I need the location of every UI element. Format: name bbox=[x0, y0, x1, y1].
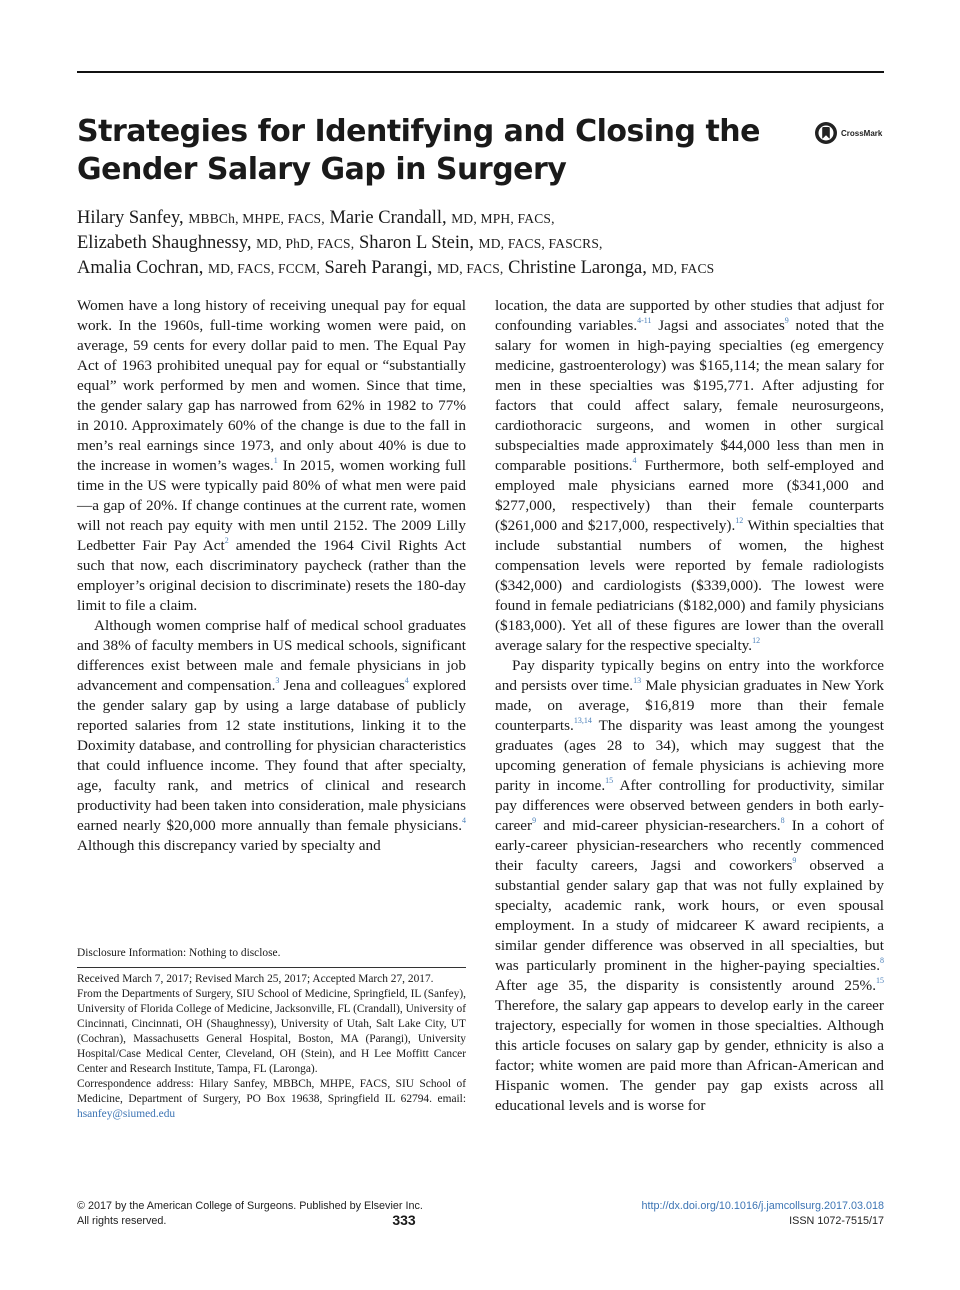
reference-citation[interactable]: 15 bbox=[605, 775, 614, 785]
reference-citation[interactable]: 9 bbox=[792, 855, 797, 865]
author-degrees: MD, MPH, FACS, bbox=[451, 211, 555, 226]
author-degrees: MD, FACS bbox=[651, 261, 715, 276]
author-name: Sareh Parangi, bbox=[324, 258, 433, 278]
author-list: Hilary Sanfey, MBBCh, MHPE, FACS, Marie … bbox=[77, 206, 877, 281]
body-paragraph: Women have a long history of receiving u… bbox=[77, 297, 467, 614]
author-degrees: MD, PhD, FACS, bbox=[256, 236, 355, 251]
article-title: Strategies for Identifying and Closing t… bbox=[77, 114, 761, 187]
reference-citation[interactable]: 2 bbox=[224, 535, 229, 545]
author-degrees: MD, FACS, bbox=[437, 261, 504, 276]
reference-citation[interactable]: 4-11 bbox=[637, 315, 652, 325]
body-column-left: Women have a long history of receiving u… bbox=[77, 296, 466, 856]
body-paragraph: location, the data are supported by othe… bbox=[495, 297, 885, 654]
author-affiliations: From the Departments of Surgery, SIU Sch… bbox=[77, 988, 466, 1075]
correspondence-text: Correspondence address: Hilary Sanfey, M… bbox=[77, 1078, 466, 1105]
footer-identifiers: http://dx.doi.org/10.1016/j.jamcollsurg.… bbox=[554, 1199, 885, 1229]
article-notes: Disclosure Information: Nothing to discl… bbox=[77, 946, 466, 1122]
crossmark-icon bbox=[815, 122, 837, 144]
reference-citation[interactable]: 1 bbox=[273, 455, 278, 465]
crossmark-label: CrossMark bbox=[841, 128, 883, 138]
author-name: Hilary Sanfey, bbox=[77, 208, 184, 228]
header-rule bbox=[77, 71, 884, 73]
body-column-right: location, the data are supported by othe… bbox=[495, 296, 884, 1116]
author-line: Hilary Sanfey, MBBCh, MHPE, FACS, Marie … bbox=[77, 206, 877, 231]
reference-citation[interactable]: 13 bbox=[633, 675, 642, 685]
doi-link[interactable]: http://dx.doi.org/10.1016/j.jamcollsurg.… bbox=[641, 1200, 885, 1212]
disclosure-statement: Disclosure Information: Nothing to discl… bbox=[77, 947, 281, 959]
author-name: Marie Crandall, bbox=[329, 208, 447, 228]
notes-divider bbox=[77, 967, 466, 968]
received-dates: Received March 7, 2017; Revised March 25… bbox=[77, 973, 434, 985]
reference-citation[interactable]: 9 bbox=[784, 315, 789, 325]
author-name: Sharon L Stein, bbox=[358, 233, 474, 253]
reference-citation[interactable]: 4 bbox=[632, 455, 637, 465]
email-link[interactable]: hsanfey@siumed.edu bbox=[77, 1108, 176, 1120]
reference-citation[interactable]: 12 bbox=[735, 515, 744, 525]
body-paragraph: Although women comprise half of medical … bbox=[77, 617, 466, 854]
reference-citation[interactable]: 4 bbox=[404, 675, 409, 685]
reference-citation[interactable]: 9 bbox=[532, 815, 537, 825]
author-degrees: MD, FACS, FCCM, bbox=[208, 261, 320, 276]
reference-citation[interactable]: 8 bbox=[880, 955, 884, 965]
issn-line: ISSN 1072-7515/17 bbox=[789, 1215, 884, 1227]
copyright-line: © 2017 by the American College of Surgeo… bbox=[77, 1200, 423, 1212]
author-name: Christine Laronga, bbox=[508, 258, 647, 278]
page-number: 333 bbox=[392, 1212, 416, 1228]
footer-copyright: © 2017 by the American College of Surgeo… bbox=[77, 1199, 497, 1229]
reference-citation[interactable]: 8 bbox=[780, 815, 785, 825]
reference-citation[interactable]: 13,14 bbox=[573, 715, 592, 725]
author-degrees: MD, FACS, FASCRS, bbox=[478, 236, 603, 251]
reference-citation[interactable]: 12 bbox=[752, 635, 761, 645]
author-line: Amalia Cochran, MD, FACS, FCCM, Sareh Pa… bbox=[77, 256, 877, 281]
author-line: Elizabeth Shaughnessy, MD, PhD, FACS, Sh… bbox=[77, 231, 877, 256]
crossmark-badge[interactable]: CrossMark bbox=[814, 121, 882, 145]
reference-citation[interactable]: 3 bbox=[275, 675, 280, 685]
author-name: Elizabeth Shaughnessy, bbox=[77, 233, 252, 253]
reference-citation[interactable]: 15 bbox=[876, 975, 884, 985]
author-name: Amalia Cochran, bbox=[77, 258, 204, 278]
rights-line: All rights reserved. bbox=[77, 1215, 167, 1227]
body-paragraph: Pay disparity typically begins on entry … bbox=[495, 657, 885, 1114]
author-degrees: MBBCh, MHPE, FACS, bbox=[188, 211, 325, 226]
correspondence-address: Correspondence address: Hilary Sanfey, M… bbox=[77, 1077, 466, 1122]
reference-citation[interactable]: 4 bbox=[462, 815, 466, 825]
